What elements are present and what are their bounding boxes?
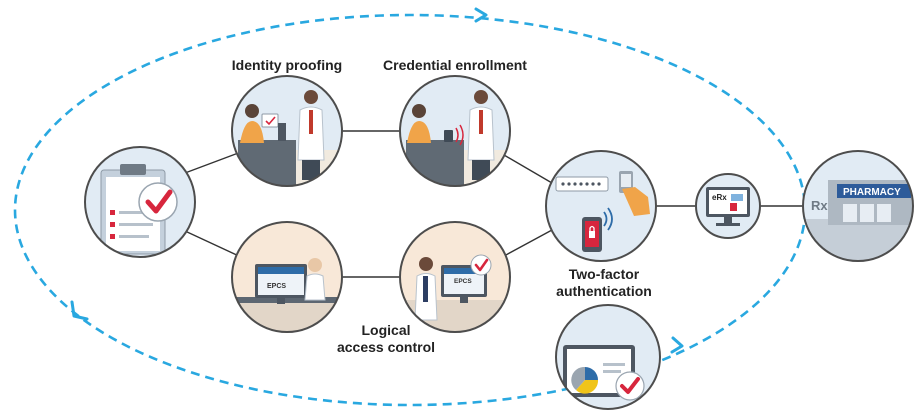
pharmacy-node: PHARMACY Rx: [802, 150, 914, 262]
epcs-workstation-node: EPCS: [231, 221, 343, 333]
two-factor-node: [545, 150, 657, 262]
cycle-arrow-top: [474, 7, 488, 23]
credential-enrollment-node: [399, 75, 511, 187]
rx-sign-text: Rx: [811, 198, 828, 213]
checklist-node: [84, 146, 196, 258]
label-logical-line2: access control: [336, 339, 436, 355]
epcs-screen-text-2: EPCS: [454, 278, 472, 285]
label-two-factor-authentication: Two-factor authentication: [548, 266, 660, 300]
report-node: [555, 304, 661, 410]
label-two-factor-line2: authentication: [556, 283, 652, 299]
identity-proofing-scene-icon: [232, 90, 342, 186]
label-logical-line1: Logical: [361, 322, 411, 338]
cycle-arrow-left: [70, 300, 89, 321]
label-identity-proofing: Identity proofing: [231, 57, 343, 73]
identity-proofing-node: [231, 75, 343, 187]
pharmacy-icon: PHARMACY Rx: [803, 180, 913, 261]
phone-lock-icon: [555, 171, 650, 252]
erx-monitor-icon: eRx: [706, 187, 750, 226]
cycle-arrow-right: [670, 336, 684, 354]
checklist-icon: [100, 164, 178, 255]
report-laptop-icon: [563, 345, 645, 401]
erx-node: eRx: [695, 173, 761, 239]
erx-screen-text: eRx: [712, 193, 727, 202]
label-credential-enrollment: Credential enrollment: [383, 57, 527, 73]
epcs-screen-text: EPCS: [267, 283, 286, 290]
epcs-computer-icon: EPCS: [232, 258, 342, 332]
label-two-factor-line1: Two-factor: [568, 266, 640, 282]
label-logical-access-control: Logical access control: [330, 322, 442, 356]
connector-lines: [184, 130, 803, 278]
pharmacy-sign-text: PHARMACY: [843, 187, 901, 198]
